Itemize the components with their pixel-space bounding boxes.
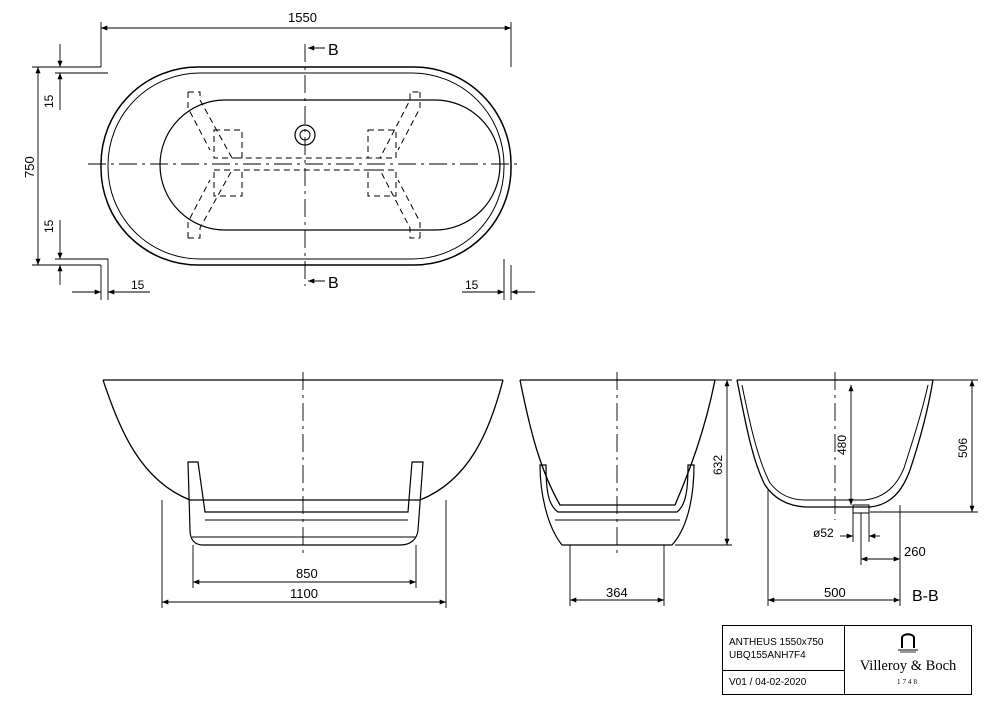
dim-base-width-front: 1100 [290,586,318,601]
plan-dimensions [32,22,535,300]
side-shell [519,379,716,506]
title-block-divider [723,670,844,671]
dim-overall-width: 750 [22,156,37,178]
section-waste [852,504,870,514]
dim-rim-bottom: 15 [42,219,56,233]
section-marker-bottom: B [328,275,339,292]
dim-rim-left: 15 [131,278,145,292]
front-dimensions [161,500,447,608]
dim-section-base-width: 500 [824,585,846,600]
tub-outer-rim [100,66,512,266]
section-inner [741,384,929,501]
section-dimensions [767,379,978,606]
brand-area: Villeroy & Boch 1748 [845,626,971,694]
dim-waste-diameter: ø52 [813,526,834,540]
hidden-frame [187,91,421,239]
tub-inner-rim [107,72,505,260]
dim-support-width: 850 [296,566,318,581]
front-shell [102,379,504,501]
dim-inner-depth: 480 [835,435,849,455]
dim-section-height: 506 [956,438,970,458]
brand-name: Villeroy & Boch [859,658,957,674]
brand-logo-icon [898,633,918,653]
side-elevation [519,372,716,555]
dim-rim-top: 15 [42,94,56,108]
product-info: ANTHEUS 1550x750 UBQ155ANH7F4 [729,636,824,662]
dim-overall-length: 1550 [288,10,317,25]
front-support [187,461,424,546]
dim-side-base-width: 364 [606,585,628,600]
section-outer [736,379,934,508]
brand-year: 1748 [897,678,919,686]
side-dimensions [569,379,732,606]
side-support [539,464,695,546]
dim-rim-right: 15 [465,278,479,292]
front-elevation [102,372,504,555]
title-block-info: ANTHEUS 1550x750 UBQ155ANH7F4 V01 / 04-0… [723,626,845,694]
dim-waste-offset: 260 [904,544,926,559]
plan-view [88,44,522,286]
title-block: ANTHEUS 1550x750 UBQ155ANH7F4 V01 / 04-0… [722,625,972,695]
product-name: ANTHEUS 1550x750 [729,637,824,648]
section-marker-top: B [328,42,339,59]
section-label: B-B [912,588,939,605]
dim-side-height: 632 [711,455,725,475]
product-code: UBQ155ANH7F4 [729,650,806,661]
tub-basin [159,99,501,231]
section-bb [736,372,934,520]
version-date: V01 / 04-02-2020 [729,677,807,688]
